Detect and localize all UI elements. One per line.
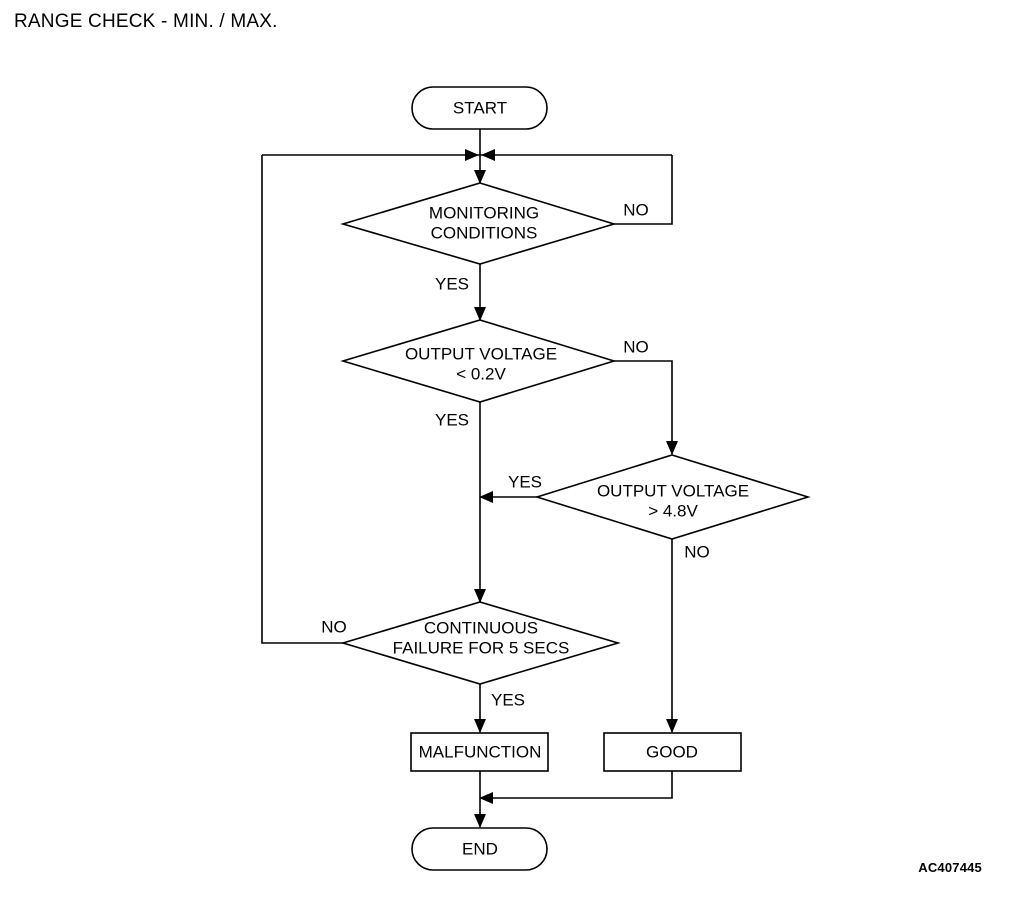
- branch-label-continuous-yes: YES: [491, 690, 525, 709]
- arrowhead-volt-high-yes: [479, 491, 493, 503]
- node-start-label: START: [453, 98, 507, 117]
- node-volt-low-label-line2: < 0.2V: [456, 364, 506, 383]
- edge-volt-high-yes: [479, 491, 537, 503]
- arrowhead-into-malfunction: [474, 719, 486, 733]
- node-end[interactable]: END: [411, 827, 548, 871]
- node-monitoring-label-line1: MONITORING: [429, 203, 539, 222]
- edge-entry-junction-bar: [262, 149, 672, 184]
- arrowhead-into-monitoring: [474, 170, 486, 184]
- edge-malfunction-to-end: [474, 771, 486, 828]
- page-title: RANGE CHECK - MIN. / MAX.: [14, 11, 278, 32]
- branch-label-monitoring-yes: YES: [435, 274, 469, 293]
- node-monitoring-conditions[interactable]: MONITORING CONDITIONS: [340, 182, 617, 265]
- branch-label-monitoring-no: NO: [623, 200, 649, 219]
- arrowhead-into-good: [666, 719, 678, 733]
- node-output-voltage-high[interactable]: OUTPUT VOLTAGE > 4.8V: [534, 454, 811, 540]
- node-volt-high-label-line2: > 4.8V: [648, 501, 698, 520]
- node-continuous-failure[interactable]: CONTINUOUS FAILURE FOR 5 SECS: [340, 601, 621, 685]
- arrowhead-into-continuous: [474, 589, 486, 603]
- node-end-label: END: [462, 839, 498, 858]
- edge-continuous-no-loop: [261, 155, 343, 644]
- node-continuous-label-line2: FAILURE FOR 5 SECS: [393, 638, 570, 657]
- node-volt-low-label-line1: OUTPUT VOLTAGE: [405, 344, 557, 363]
- edge-monitoring-yes: [474, 264, 486, 321]
- node-good[interactable]: GOOD: [603, 732, 742, 772]
- figure-code: AC407445: [918, 860, 982, 875]
- arrowhead-good-merge: [479, 792, 493, 804]
- edge-good-to-end: [479, 771, 673, 804]
- node-monitoring-label-line2: CONDITIONS: [431, 223, 538, 242]
- node-output-voltage-low[interactable]: OUTPUT VOLTAGE < 0.2V: [340, 319, 617, 403]
- edge-volt-high-no: [666, 539, 678, 733]
- branch-label-volt-low-yes: YES: [435, 410, 469, 429]
- edge-monitoring-no-loop: [614, 155, 673, 225]
- edge-volt-low-yes: [474, 402, 486, 603]
- node-good-label: GOOD: [646, 742, 698, 761]
- edge-volt-low-no: [614, 360, 678, 455]
- arrowhead-left-loop: [465, 149, 479, 161]
- node-start[interactable]: START: [411, 86, 548, 130]
- node-malfunction-label: MALFUNCTION: [419, 742, 542, 761]
- arrowhead-into-volt-high: [666, 441, 678, 455]
- edge-continuous-yes: [474, 684, 486, 733]
- arrowhead-into-end: [474, 814, 486, 828]
- arrowhead-right-loop: [481, 149, 495, 161]
- arrowhead-into-volt-low: [474, 307, 486, 321]
- branch-label-volt-low-no: NO: [623, 337, 649, 356]
- node-continuous-label-line1: CONTINUOUS: [424, 618, 538, 637]
- branch-label-volt-high-yes: YES: [508, 472, 542, 491]
- node-volt-high-label-line1: OUTPUT VOLTAGE: [597, 481, 749, 500]
- branch-label-continuous-no: NO: [321, 617, 347, 636]
- node-malfunction[interactable]: MALFUNCTION: [410, 732, 549, 772]
- branch-label-volt-high-no: NO: [684, 542, 710, 561]
